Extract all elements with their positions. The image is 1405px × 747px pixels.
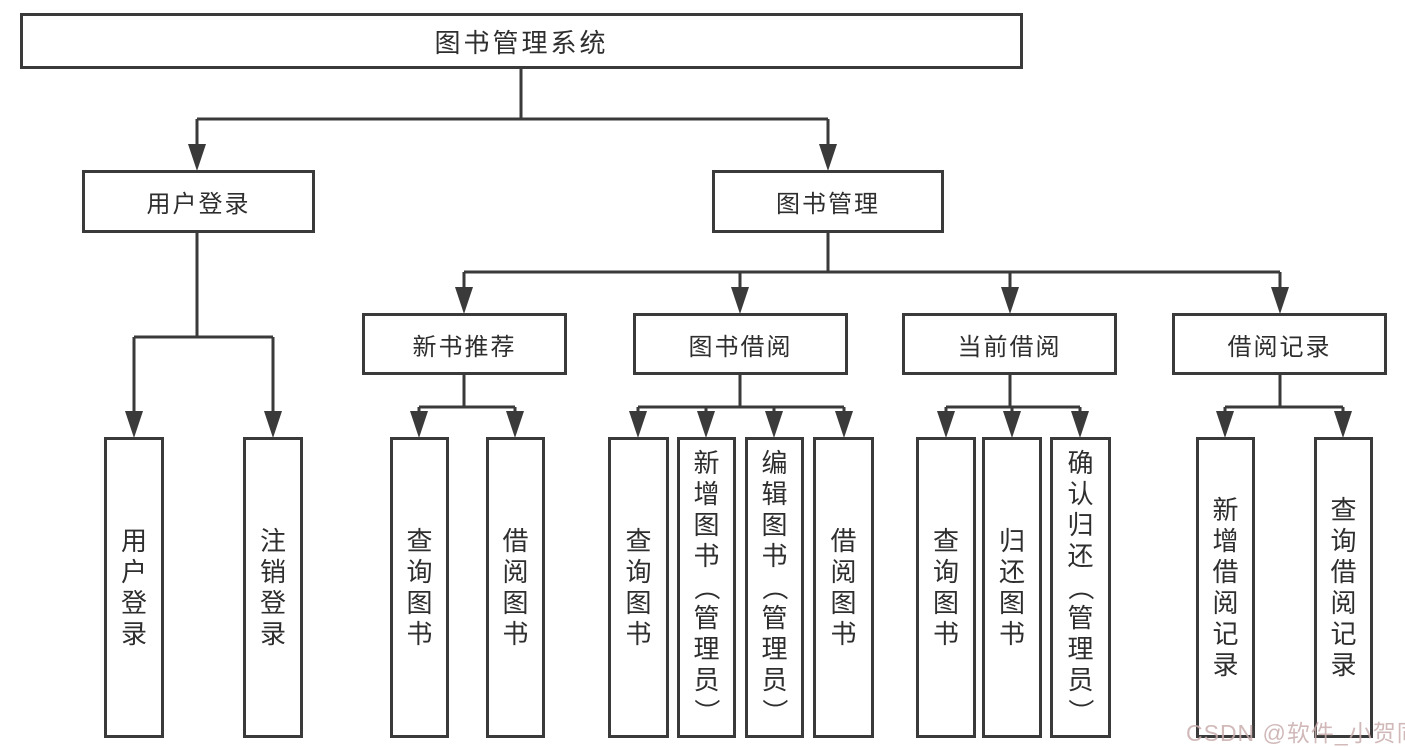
node-current-borrowing: 当前借阅 — [902, 313, 1117, 375]
leaf-current-confirm-return-admin: 确认归还（管理员） — [1050, 437, 1111, 738]
node-book-borrowing: 图书借阅 — [633, 313, 848, 375]
leaf-borrow-edit-books-admin: 编辑图书（管理员） — [745, 437, 804, 738]
leaf-label: 新增图书（管理员） — [691, 448, 722, 725]
leaf-borrow-add-books-admin: 新增图书（管理员） — [677, 437, 736, 738]
leaf-label: 借阅图书 — [502, 525, 529, 649]
leaf-label: 注销登录 — [259, 525, 286, 649]
leaf-label: 查询借阅记录 — [1330, 494, 1357, 680]
leaf-label: 归还图书 — [998, 525, 1025, 649]
node-borrowing-records: 借阅记录 — [1172, 313, 1387, 375]
leaf-recommend-borrow-books: 借阅图书 — [486, 437, 545, 738]
leaf-label: 编辑图书（管理员） — [759, 448, 790, 725]
leaf-logout: 注销登录 — [243, 437, 303, 738]
node-new-book-recommend: 新书推荐 — [362, 313, 567, 375]
leaf-label: 查询图书 — [406, 525, 433, 649]
leaf-label: 借阅图书 — [830, 525, 857, 649]
leaf-label: 查询图书 — [625, 525, 652, 649]
leaf-user-login: 用户登录 — [104, 437, 164, 738]
leaf-label: 用户登录 — [120, 525, 147, 649]
leaf-records-query-record: 查询借阅记录 — [1314, 437, 1373, 738]
watermark: CSDN @软件_小贺同学 — [1186, 720, 1405, 746]
leaf-current-return-books: 归还图书 — [982, 437, 1042, 738]
leaf-label: 新增借阅记录 — [1212, 494, 1239, 680]
node-book-management: 图书管理 — [712, 170, 944, 233]
node-user-login: 用户登录 — [82, 170, 315, 233]
node-root: 图书管理系统 — [20, 13, 1023, 69]
leaf-borrow-query-books: 查询图书 — [608, 437, 669, 738]
leaf-current-query-books: 查询图书 — [916, 437, 976, 738]
leaf-recommend-query-books: 查询图书 — [390, 437, 449, 738]
leaf-label: 确认归还（管理员） — [1065, 448, 1096, 725]
leaf-borrow-borrow-books: 借阅图书 — [813, 437, 874, 738]
leaf-label: 查询图书 — [932, 525, 959, 649]
leaf-records-add-record: 新增借阅记录 — [1196, 437, 1255, 738]
